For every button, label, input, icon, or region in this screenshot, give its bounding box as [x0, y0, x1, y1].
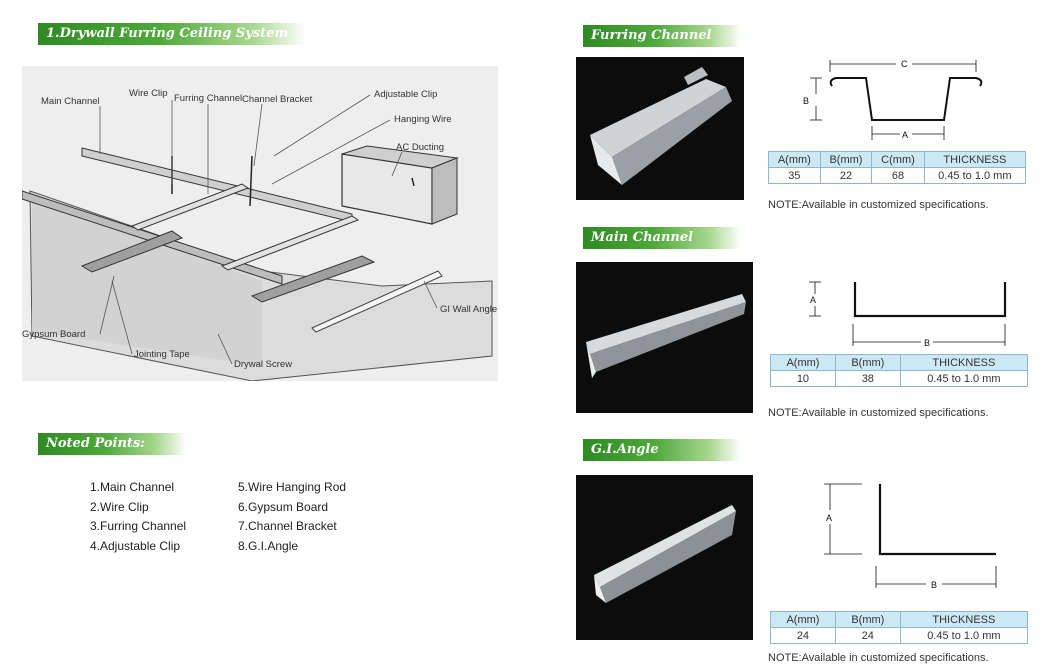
noted-points-banner: Noted Points:: [38, 433, 186, 455]
dim-b: B: [924, 338, 930, 348]
main-channel-shape: [81, 147, 353, 223]
cell: 22: [819, 167, 873, 184]
noted-points-title: Noted Points:: [46, 436, 146, 451]
furring-channel-profile: C A B: [803, 59, 983, 140]
label-gypsum-board: Gypsum Board: [22, 329, 85, 340]
col-header: THICKNESS: [923, 151, 1027, 168]
label-drywall-screw: Drywal Screw: [234, 359, 292, 370]
cell: 10: [770, 370, 836, 387]
main-channel-profile: A B: [809, 281, 1007, 348]
cell: 35: [768, 167, 821, 184]
col-header: C(mm): [871, 151, 925, 168]
cell: 0.45 to 1.0 mm: [899, 370, 1029, 387]
noted-points-col2: 5.Wire Hanging Rod 6.Gypsum Board 7.Chan…: [238, 478, 346, 557]
gi-angle-photo: [576, 475, 753, 640]
gi-angle-banner: G.I.Angle: [583, 439, 741, 461]
cell: 0.45 to 1.0 mm: [899, 627, 1029, 644]
label-wire-clip: Wire Clip: [129, 88, 168, 99]
dim-a: A: [810, 295, 816, 305]
noted-point: 4.Adjustable Clip: [90, 539, 181, 554]
gi-angle-profile: A B: [824, 483, 997, 590]
furring-note: NOTE:Available in customized specificati…: [768, 199, 989, 211]
col-header: A(mm): [770, 354, 836, 371]
col-header: B(mm): [834, 354, 901, 371]
label-gi-wall-angle: GI Wall Angle: [440, 304, 497, 315]
col-header: B(mm): [834, 611, 901, 628]
col-header: THICKNESS: [899, 354, 1029, 371]
cell: 0.45 to 1.0 mm: [923, 167, 1027, 184]
section-title: 1.Drywall Furring Ceiling System: [46, 26, 289, 41]
main-channel-banner: Main Channel: [583, 227, 741, 249]
ceiling-diagram-svg: Main Channel Wire Clip Furring Channel C…: [21, 88, 497, 382]
wall-angle-shape: [311, 270, 443, 333]
label-ac-ducting: AC Ducting: [396, 142, 444, 153]
label-channel-bracket: Channel Bracket: [242, 94, 313, 105]
label-main-channel: Main Channel: [41, 96, 100, 107]
cell: 38: [834, 370, 901, 387]
col-header: THICKNESS: [899, 611, 1029, 628]
noted-point: 5.Wire Hanging Rod: [238, 480, 347, 494]
noted-point: 1.Main Channel: [90, 480, 175, 494]
cell: 24: [834, 627, 901, 644]
furring-channel-banner: Furring Channel: [583, 25, 741, 47]
main-note: NOTE:Available in customized specificati…: [768, 407, 989, 419]
furring-spec-table: A(mm) B(mm) C(mm) THICKNESS 35 22 68 0.4…: [768, 151, 1027, 184]
dim-a: A: [826, 513, 832, 523]
col-header: B(mm): [819, 151, 873, 168]
label-jointing-tape: Jointing Tape: [134, 349, 190, 360]
angle-note: NOTE:Available in customized specificati…: [768, 652, 989, 664]
noted-point: 3.Furring Channel: [90, 519, 187, 534]
label-furring-channel: Furring Channel: [174, 93, 242, 104]
angle-spec-table: A(mm) B(mm) THICKNESS 24 24 0.45 to 1.0 …: [770, 611, 1029, 644]
cell: 68: [871, 167, 925, 184]
label-adjustable-clip: Adjustable Clip: [374, 89, 437, 100]
col-header: A(mm): [770, 611, 836, 628]
col-header: A(mm): [768, 151, 821, 168]
gi-angle-title: G.I.Angle: [591, 442, 659, 457]
noted-points-col1: 1.Main Channel 2.Wire Clip 3.Furring Cha…: [90, 478, 186, 557]
dim-c: C: [901, 59, 908, 69]
furring-channel-title: Furring Channel: [591, 28, 712, 43]
main-spec-table: A(mm) B(mm) THICKNESS 10 38 0.45 to 1.0 …: [770, 354, 1029, 387]
cell: 24: [770, 627, 836, 644]
noted-point: 2.Wire Clip: [90, 499, 149, 514]
dim-b: B: [803, 96, 809, 106]
main-channel-title: Main Channel: [591, 230, 694, 245]
noted-point: 7.Channel Bracket: [238, 519, 337, 534]
dim-b: B: [931, 580, 937, 590]
label-hanging-wire: Hanging Wire: [394, 114, 452, 125]
noted-point: 8.G.I.Angle: [238, 539, 299, 554]
dim-a: A: [902, 130, 908, 140]
main-channel-photo: [576, 262, 753, 413]
furring-channel-photo: [576, 57, 744, 200]
ceiling-system-diagram: Main Channel Wire Clip Furring Channel C…: [21, 66, 498, 382]
section-title-banner: 1.Drywall Furring Ceiling System: [38, 23, 306, 45]
noted-point: 6.Gypsum Board: [238, 499, 329, 514]
